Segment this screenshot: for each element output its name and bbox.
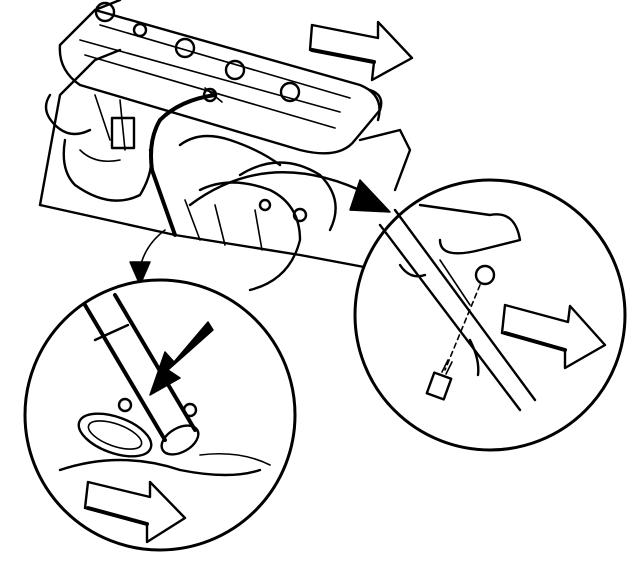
cover-bolt (132, 22, 148, 38)
detail-tube-right-edge (113, 293, 197, 432)
valve-cover-rib-3 (99, 24, 351, 99)
engine-block-left-edge (38, 48, 122, 207)
breather-hose (44, 93, 92, 136)
manifold-upper (178, 134, 282, 167)
detail-bolt (425, 359, 453, 401)
engine-assembly (38, 0, 412, 292)
cover-bolt (224, 59, 246, 81)
detail-tube-band (93, 323, 130, 342)
detail-tube-opening (160, 424, 200, 456)
small-arrow-head (129, 261, 151, 286)
direction-arrow-shadow (503, 331, 567, 352)
cover-bolt (94, 1, 116, 23)
direction-arrow-top (308, 20, 414, 82)
valve-cover-top-edge (93, 8, 381, 122)
direction-arrow-right-detail (500, 303, 607, 370)
manifold-ribs (184, 199, 263, 251)
valve-cover-bolts (94, 1, 301, 103)
transmission-tube (149, 93, 217, 237)
direction-arrow-shadow (310, 48, 376, 64)
detail-circle-left (23, 278, 297, 552)
engine-block-base-line (38, 203, 382, 272)
detail-tube-left-edge (83, 303, 167, 442)
detail-view-tube-end (23, 278, 297, 552)
manifold-runner (198, 181, 302, 292)
detail-tube-edge-1 (378, 223, 522, 412)
detail-bolt-path (444, 284, 481, 371)
curved-arrow-to-left-detail (129, 229, 166, 286)
detail-view-bracket-bolt (353, 178, 627, 452)
detail-gasket-port (77, 412, 153, 458)
lower-housing (62, 138, 153, 202)
detail-tube-end (468, 338, 480, 377)
detail-tube-edge-2 (393, 208, 537, 402)
manifold-runner-2 (238, 161, 337, 232)
detail-head-surface-2 (199, 452, 271, 466)
valve-cover-outline (58, 43, 383, 155)
direction-arrow-left-detail (83, 480, 187, 544)
detail-stud (117, 397, 133, 413)
lower-housing-detail (79, 149, 121, 163)
detail-stud (182, 402, 198, 418)
bracket-lines (94, 94, 126, 151)
solid-pointer-arrow (149, 321, 214, 396)
detail-head-surface (58, 458, 262, 477)
cover-bolt (279, 81, 301, 103)
bolt-thread (441, 359, 453, 375)
valve-cover-rib-1 (79, 39, 341, 113)
detail-circle-right (353, 178, 627, 452)
block-right-edge (358, 128, 412, 192)
curved-arrow-head (349, 179, 391, 213)
cover-bolt (174, 37, 196, 59)
tube-fitting-nut (202, 87, 218, 103)
direction-arrow-shadow (86, 506, 149, 526)
curved-arrow-to-right-detail (188, 171, 391, 213)
bolt-head (425, 371, 453, 401)
detail-tube-clamp (398, 263, 427, 278)
curved-arrow-shaft (188, 171, 372, 207)
detail-gasket-inner (87, 420, 143, 450)
manifold-bolt (258, 198, 272, 212)
bracket-plate (110, 116, 136, 150)
detail-bracket-leg (439, 259, 471, 306)
manifold-bolt (292, 207, 308, 223)
detail-bracket-hole (474, 264, 496, 286)
detail-bracket (418, 203, 522, 255)
